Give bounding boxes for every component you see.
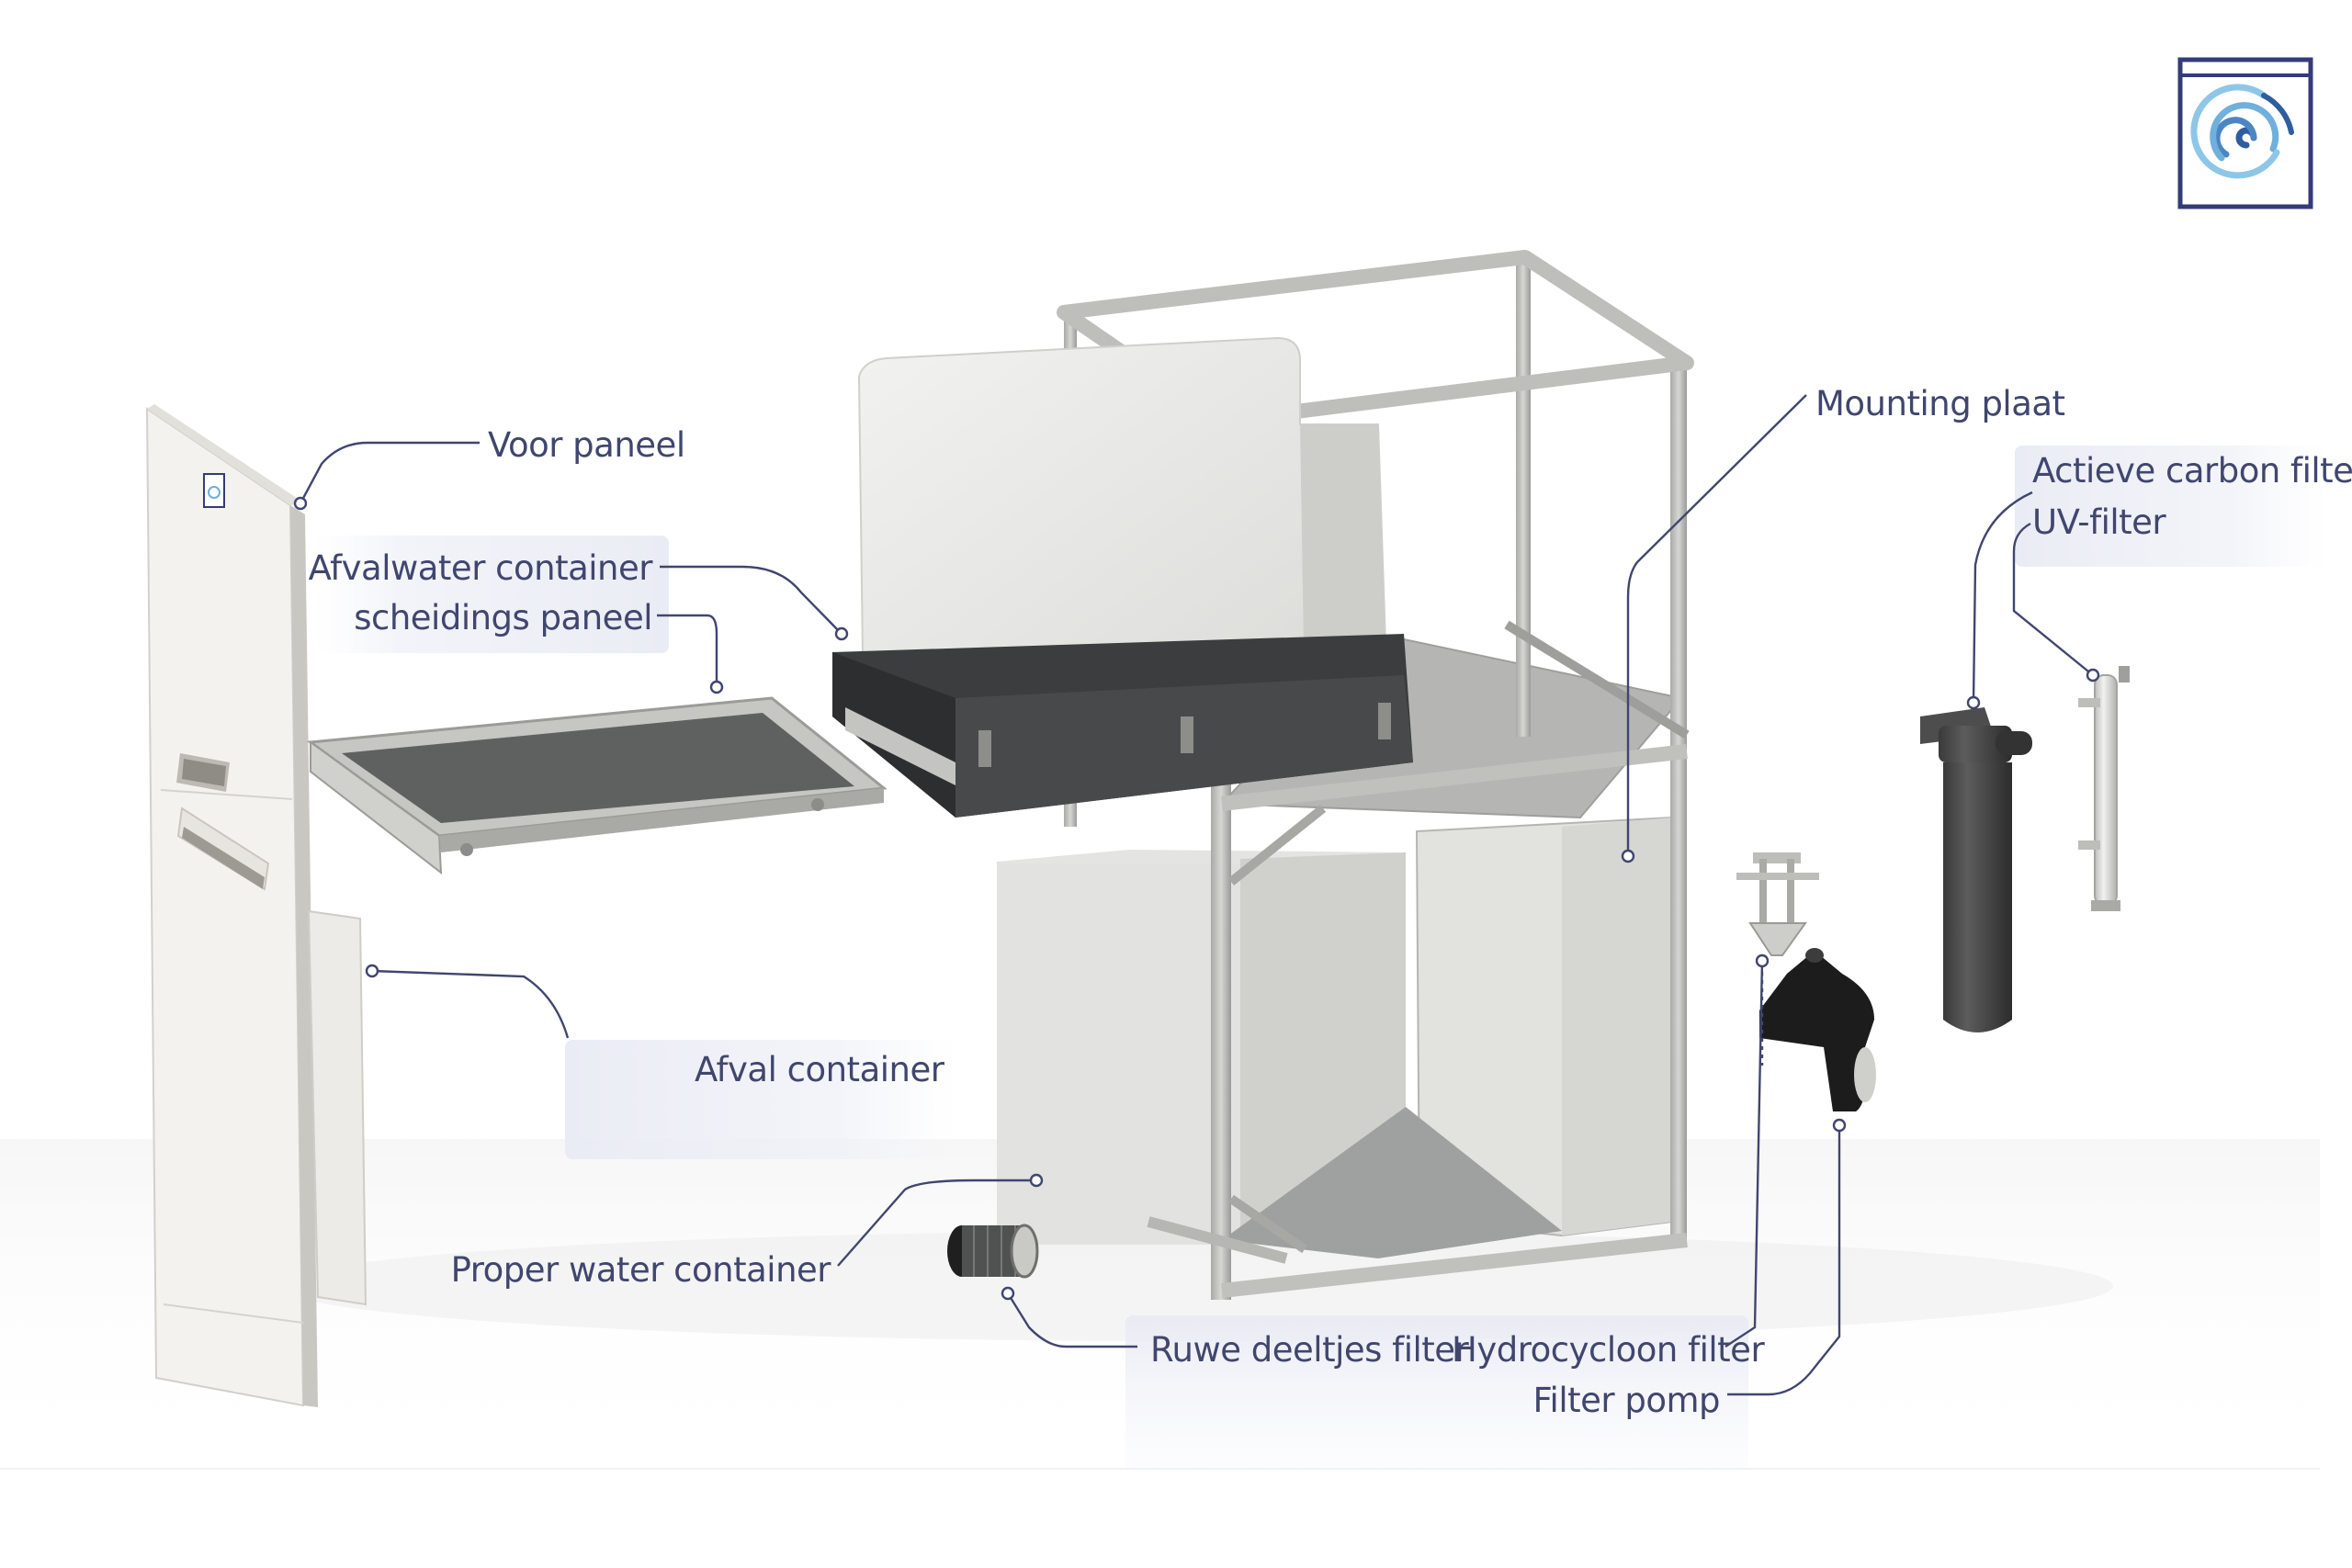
leader-filter-pomp — [1727, 1125, 1841, 1396]
leader-lines — [293, 394, 2100, 1396]
label-filter-pomp: Filter pomp — [1532, 1381, 1720, 1420]
filter-pump-art — [1759, 948, 1876, 1111]
frame-art — [1057, 250, 1694, 1300]
leader-scheidings-paneel — [657, 614, 718, 687]
carbon-filter-art — [1920, 707, 2032, 1032]
front-panel-art — [145, 404, 368, 1407]
hydrocyclone-filter-art — [1736, 852, 1819, 956]
label-hydrocycloon-filter: Hydrocycloon filter — [1452, 1330, 1765, 1370]
leader-hydrocycloon — [1724, 960, 1764, 1348]
coarse-filter-art — [947, 1224, 1039, 1279]
leader-ruwe-deeltjes — [1006, 1292, 1137, 1348]
uv-filter-art — [2078, 666, 2130, 911]
waste-water-tank-art — [832, 336, 1413, 818]
label-panels — [312, 446, 2327, 1472]
leader-mounting-plaat — [1626, 394, 1807, 856]
label-actieve-carbon-filter: Actieve carbon filter — [2032, 451, 2352, 491]
separation-tray-art — [306, 696, 888, 875]
label-scheidings-paneel: scheidings paneel — [354, 598, 652, 637]
label-afvalwater-container: Afvalwater container — [308, 548, 653, 588]
label-mounting-plaat: Mounting plaat — [1815, 384, 2065, 423]
leader-proper-water — [837, 1179, 1036, 1267]
leader-uv-filter — [2012, 522, 2094, 676]
leader-afvalwater-container — [660, 565, 842, 635]
leader-carbon-filter — [1972, 491, 2033, 704]
label-voor-paneel: Voor paneel — [488, 425, 685, 465]
label-ruwe-deeltjes-filter: Ruwe deeltjes filter — [1150, 1330, 1469, 1370]
label-afval-container: Afval container — [695, 1050, 944, 1089]
label-proper-water-container: Proper water container — [450, 1250, 831, 1290]
spiral-logo-icon — [2177, 57, 2313, 209]
leader-afval-container — [371, 969, 570, 1039]
leader-voor-paneel — [299, 441, 480, 504]
label-uv-filter: UV-filter — [2032, 502, 2166, 542]
